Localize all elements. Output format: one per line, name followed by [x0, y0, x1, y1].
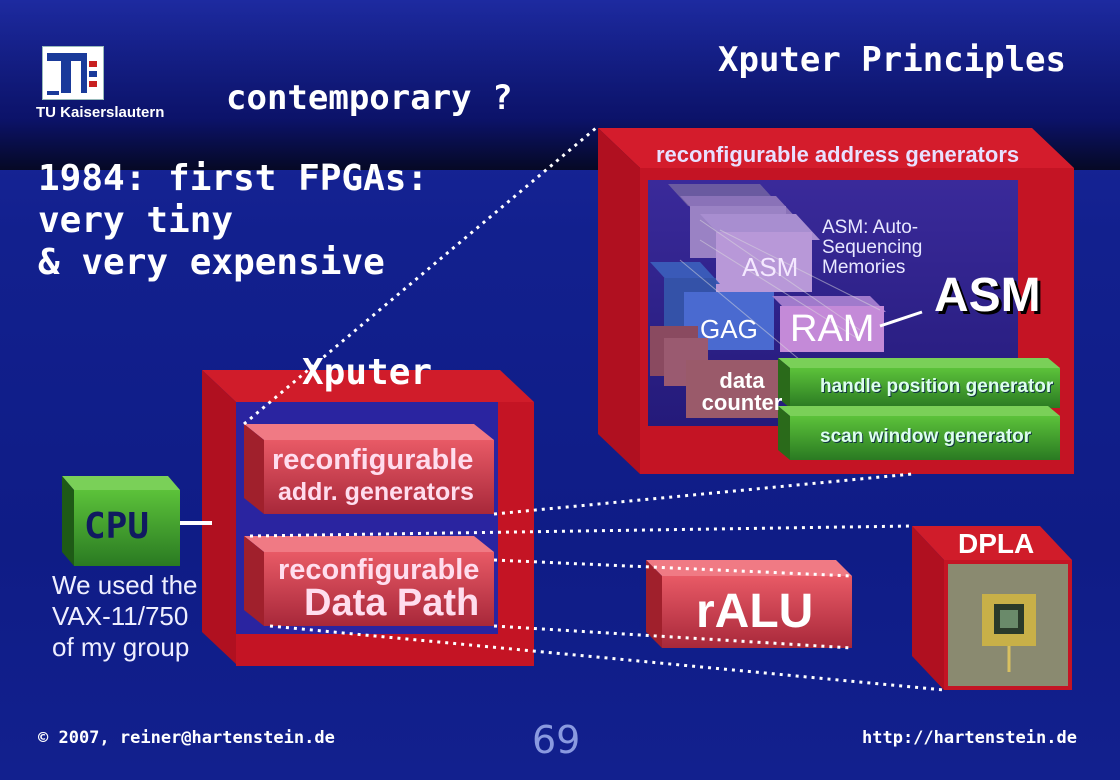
cpu-label: CPU	[84, 506, 150, 547]
data-path-block	[244, 536, 494, 626]
dpla-block	[912, 526, 1072, 690]
data-path-line1: reconfigurable	[278, 554, 480, 586]
asm-desc-line2: Sequencing	[822, 237, 923, 258]
addr-gen-line1: reconfigurable	[272, 444, 474, 476]
page-number: 69	[532, 718, 581, 762]
handle-position-generator-block	[778, 358, 1060, 408]
memory-stack	[650, 184, 886, 418]
gag-box-label: GAG	[700, 314, 758, 344]
data-counter-line2: counter	[701, 390, 783, 415]
subtitle: contemporary ?	[226, 78, 513, 118]
dpla-label: DPLA	[958, 528, 1035, 559]
xputer-label: Xputer	[302, 352, 433, 393]
data-counter-line1: data	[719, 368, 765, 393]
ram-box-label: RAM	[790, 308, 875, 350]
ralu-block	[646, 560, 852, 648]
addr-generators-block	[244, 424, 494, 514]
asm-description: ASM: Auto- Sequencing Memories	[822, 218, 922, 278]
footer-copyright: © 2007, reiner@hartenstein.de	[38, 728, 335, 748]
page-title: Xputer Principles	[718, 40, 1066, 80]
asm-desc-line1: ASM: Auto-	[822, 217, 919, 238]
tu-logo-icon	[47, 53, 97, 95]
handle-position-generator-label: handle position generator	[820, 376, 1054, 397]
history-note-line2: very tiny	[38, 200, 234, 241]
data-path-line2: Data Path	[304, 582, 480, 624]
footer-url[interactable]: http://hartenstein.de	[862, 728, 1077, 748]
asm-panel-heading: reconfigurable address generators	[656, 142, 1020, 167]
cpu-note-line3: of my group	[52, 632, 190, 662]
asm-desc-line3: Memories	[822, 257, 906, 278]
asm-box-label: ASM	[742, 252, 799, 282]
ralu-label: rALU	[696, 585, 814, 638]
asm-big-label: ASM	[934, 269, 1041, 322]
history-note-line1: 1984: first FPGAs:	[38, 158, 429, 199]
addr-gen-line2: addr. generators	[278, 478, 474, 506]
data-counter-label: data counter	[696, 370, 788, 414]
scan-window-generator-block	[778, 406, 1060, 460]
logo-caption: TU Kaiserslautern	[36, 104, 165, 121]
connector-lines	[243, 126, 945, 692]
cpu-note-line1: We used the	[52, 570, 198, 600]
scan-window-generator-label: scan window generator	[820, 426, 1032, 447]
history-note-line3: & very expensive	[38, 242, 385, 283]
cpu-block	[62, 476, 180, 566]
cpu-note-line2: VAX-11/750	[52, 601, 189, 631]
tu-kaiserslautern-logo	[42, 46, 104, 100]
